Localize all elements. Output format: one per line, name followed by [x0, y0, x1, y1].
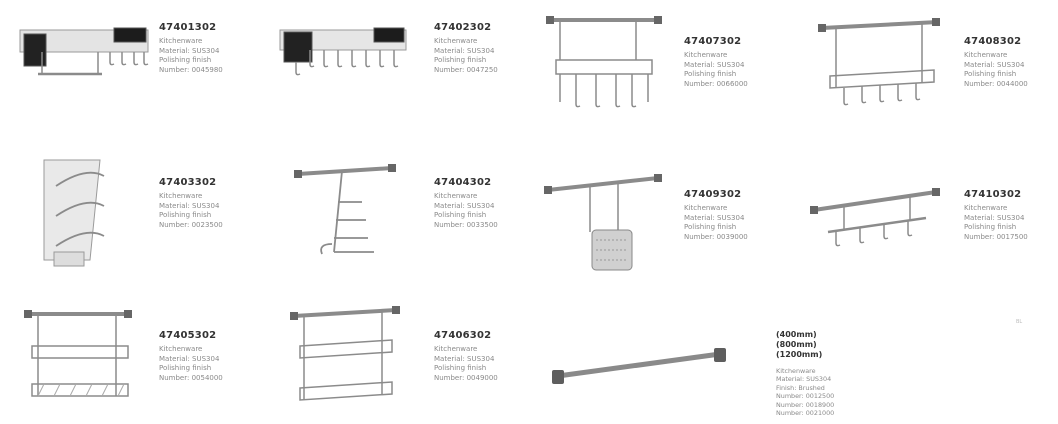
- finish-label: Polishing finish: [434, 56, 487, 65]
- category-label: Kitchenware: [159, 345, 203, 353]
- finish-label: Polishing finish: [684, 223, 737, 232]
- finish-label: Finish: Brushed: [776, 383, 825, 392]
- product-code: 47406302: [434, 330, 492, 341]
- rail-size: (1200mm): [776, 350, 823, 359]
- product-spec: Kitchenware Material: SUS304 Polishing f…: [159, 345, 223, 383]
- finish-label: Polishing finish: [434, 364, 487, 373]
- category-label: Kitchenware: [159, 37, 203, 45]
- product-code: 47404302: [434, 177, 492, 188]
- material-label: Material: SUS304: [159, 201, 220, 210]
- material-label: Material: SUS304: [159, 354, 220, 363]
- finish-label: Polishing finish: [159, 56, 212, 65]
- rail-with-cutlery-basket-icon: [544, 174, 662, 271]
- material-label: Material: SUS304: [434, 354, 495, 363]
- hanging-lid-rack-icon: [294, 164, 396, 255]
- material-label: Material: SUS304: [684, 213, 745, 222]
- number-label: Number: 0018900: [776, 400, 835, 409]
- product-spec: Kitchenware Material: SUS304 Polishing f…: [159, 37, 223, 75]
- material-label: Material: SUS304: [434, 46, 495, 55]
- number-label: Number: 0017500: [964, 232, 1028, 241]
- product-code: 47403302: [159, 177, 217, 188]
- two-tier-shelf-rack-icon: [290, 306, 400, 401]
- category-label: Kitchenware: [776, 367, 816, 375]
- rail-size-list: (400mm) (800mm) (1200mm): [776, 330, 822, 360]
- finish-label: Polishing finish: [434, 211, 487, 220]
- number-label: Number: 0054000: [159, 373, 223, 382]
- product-code: 47407302: [684, 36, 742, 47]
- finish-label: Polishing finish: [964, 70, 1017, 79]
- towel-rail-icon: [552, 348, 726, 384]
- product-spec: Kitchenware Material: SUS304 Polishing f…: [434, 345, 498, 383]
- finish-label: Polishing finish: [964, 223, 1017, 232]
- rail-size: (800mm): [776, 340, 817, 349]
- product-code: 47410302: [964, 189, 1022, 200]
- material-label: Material: SUS304: [964, 60, 1025, 69]
- finish-label: Polishing finish: [159, 211, 212, 220]
- number-label: Number: 0023500: [159, 220, 223, 229]
- product-spec: Kitchenware Material: SUS304 Polishing f…: [684, 51, 748, 89]
- category-label: Kitchenware: [434, 345, 478, 353]
- product-spec: Kitchenware Material: SUS304 Polishing f…: [434, 192, 498, 230]
- product-spec: Kitchenware Material: SUS304 Polishing f…: [964, 51, 1028, 89]
- number-label: Number: 0021000: [776, 408, 835, 417]
- category-label: Kitchenware: [434, 192, 478, 200]
- product-spec: Kitchenware Material: SUS304 Polishing f…: [964, 204, 1028, 242]
- rail-spec: Kitchenware Material: SUS304 Finish: Bru…: [776, 367, 834, 417]
- product-spec: Kitchenware Material: SUS304 Polishing f…: [684, 204, 748, 242]
- rail-size: (400mm): [776, 330, 817, 339]
- rail-with-hooks-icon: [810, 188, 940, 247]
- product-spec: Kitchenware Material: SUS304 Polishing f…: [159, 192, 223, 230]
- long-wall-rack-with-hooks-icon: [279, 27, 407, 76]
- double-shelf-rack-icon: [24, 310, 132, 397]
- material-label: Material: SUS304: [159, 46, 220, 55]
- lid-rack-icon: [43, 159, 105, 267]
- category-label: Kitchenware: [964, 51, 1008, 59]
- number-label: Number: 0049000: [434, 373, 498, 382]
- category-label: Kitchenware: [684, 51, 728, 59]
- material-label: Material: SUS304: [776, 375, 832, 384]
- number-label: Number: 0033500: [434, 220, 498, 229]
- number-label: Number: 0039000: [684, 232, 748, 241]
- number-label: Number: 0045980: [159, 65, 223, 74]
- product-code: 47409302: [684, 189, 742, 200]
- wall-rack-with-utensil-holder-icon: [19, 27, 149, 76]
- category-label: Kitchenware: [964, 204, 1008, 212]
- finish-label: Polishing finish: [684, 70, 737, 79]
- watermark: BL: [1016, 319, 1023, 325]
- product-code: 47408302: [964, 36, 1022, 47]
- number-label: Number: 0066000: [684, 79, 748, 88]
- product-spec: Kitchenware Material: SUS304 Polishing f…: [434, 37, 498, 75]
- number-label: Number: 0047250: [434, 65, 498, 74]
- finish-label: Polishing finish: [159, 364, 212, 373]
- number-label: Number: 0012500: [776, 392, 835, 401]
- material-label: Material: SUS304: [434, 201, 495, 210]
- material-label: Material: SUS304: [684, 60, 745, 69]
- product-code: 47405302: [159, 330, 217, 341]
- product-code: 47401302: [159, 22, 217, 33]
- category-label: Kitchenware: [684, 204, 728, 212]
- rail-shelf-with-hooks-icon: [818, 18, 940, 106]
- material-label: Material: SUS304: [964, 213, 1025, 222]
- number-label: Number: 0044000: [964, 79, 1028, 88]
- category-label: Kitchenware: [434, 37, 478, 45]
- category-label: Kitchenware: [159, 192, 203, 200]
- product-code: 47402302: [434, 22, 492, 33]
- utensil-shelf-rack-icon: [546, 16, 662, 108]
